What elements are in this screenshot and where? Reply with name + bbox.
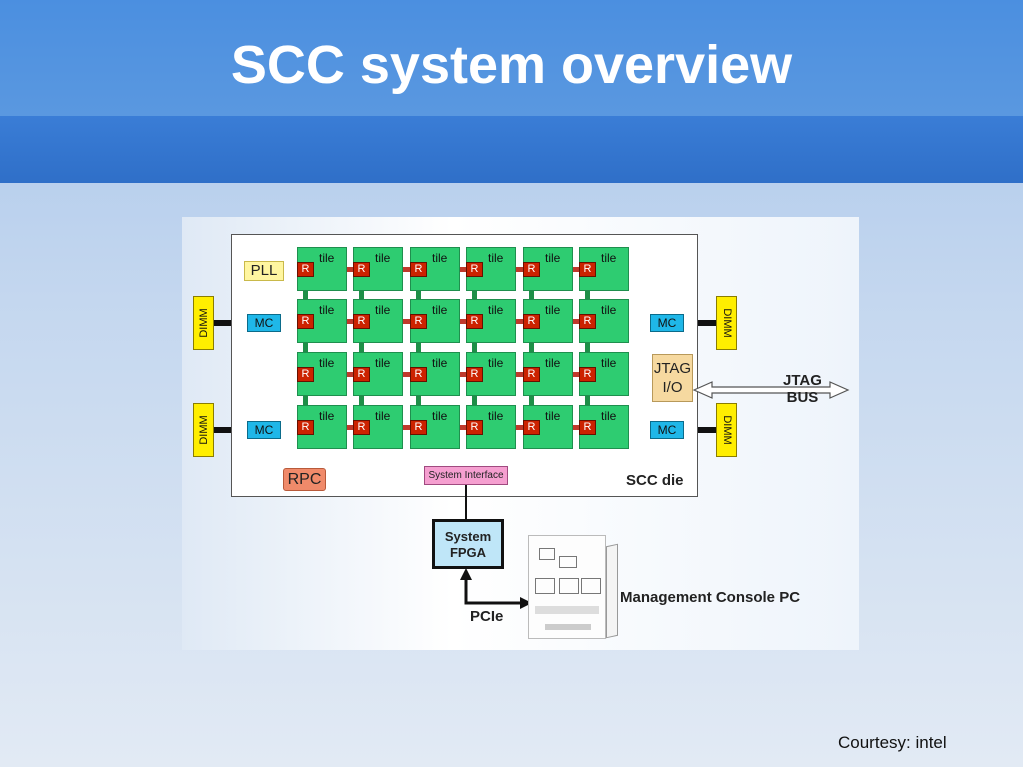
courtesy-footer: Courtesy: intel [838,733,947,752]
memory-controller: MC [650,421,684,439]
tile-label: tile [319,303,335,317]
tile-label: tile [601,409,617,423]
tile [466,352,516,396]
mesh-link-vertical [359,247,364,449]
router: R [466,262,483,277]
tile-label: tile [488,251,504,265]
management-console-pc-icon [528,535,606,639]
tile-label: tile [545,303,561,317]
jtag-bus-label: JTAG BUS [783,372,822,406]
router: R [410,367,427,382]
memory-bus-right-top [683,320,716,326]
router: R [523,367,540,382]
tile [579,247,629,291]
pll-block: PLL [244,261,284,281]
router: R [523,420,540,435]
tile-label: tile [432,251,448,265]
pcie-label: PCIe [470,608,504,625]
mesh-link-horizontal [297,267,629,272]
dimm-module: DIMM [716,296,737,350]
tile-label: tile [601,356,617,370]
mesh-link-horizontal [297,319,629,324]
router: R [353,420,370,435]
dimm-label: DIMM [197,308,210,338]
tile [466,405,516,449]
memory-controller: MC [247,421,281,439]
tile-label: tile [488,409,504,423]
jtag-io-block: JTAG I/O [652,354,693,402]
router: R [579,262,596,277]
router: R [579,314,596,329]
tile-label: tile [545,409,561,423]
mesh-link-vertical [303,247,308,449]
mesh-link-horizontal [297,372,629,377]
tile-label: tile [432,356,448,370]
router: R [353,314,370,329]
slide-title: SCC system overview [230,35,793,95]
tile-label: tile [375,409,391,423]
header-background [0,0,1023,116]
router: R [523,262,540,277]
dimm-module: DIMM [193,403,214,457]
management-console-label: Management Console PC [620,589,801,606]
mesh-link-vertical [416,247,421,449]
tile-label: tile [319,251,335,265]
management-console-pc-frame [606,543,618,639]
rpc-block: RPC [283,468,326,491]
router: R [466,314,483,329]
memory-controller: MC [650,314,684,332]
dimm-module: DIMM [716,403,737,457]
tile-label: tile [375,251,391,265]
dimm-module: DIMM [193,296,214,350]
tile-label: tile [488,303,504,317]
memory-controller: MC [247,314,281,332]
dimm-label: DIMM [720,308,733,338]
scc-die-label: SCC die [626,472,684,489]
tile [353,405,403,449]
tile-label: tile [488,356,504,370]
memory-bus-right-bottom [683,427,716,433]
tile-label: tile [375,303,391,317]
router: R [297,314,314,329]
tile-label: tile [432,409,448,423]
router: R [297,420,314,435]
router: R [410,262,427,277]
header-band [0,116,1023,183]
tile-label: tile [319,409,335,423]
mesh-link-vertical [585,247,590,449]
mesh-link-vertical [472,247,477,449]
router: R [466,367,483,382]
tile-label: tile [545,356,561,370]
router: R [297,367,314,382]
tile-label: tile [319,356,335,370]
router: R [297,262,314,277]
dimm-label: DIMM [720,415,733,445]
router: R [410,314,427,329]
router: R [353,367,370,382]
router: R [353,262,370,277]
tile-label: tile [432,303,448,317]
system-fpga-block: System FPGA [432,519,504,569]
router: R [579,367,596,382]
router: R [466,420,483,435]
router: R [523,314,540,329]
router: R [579,420,596,435]
tile-label: tile [375,356,391,370]
tile-label: tile [545,251,561,265]
dimm-label: DIMM [197,415,210,445]
router: R [410,420,427,435]
tile-label: tile [601,251,617,265]
mesh-link-vertical [529,247,534,449]
tile-label: tile [601,303,617,317]
system-interface-block: System Interface [424,466,508,485]
mesh-link-horizontal [297,425,629,430]
